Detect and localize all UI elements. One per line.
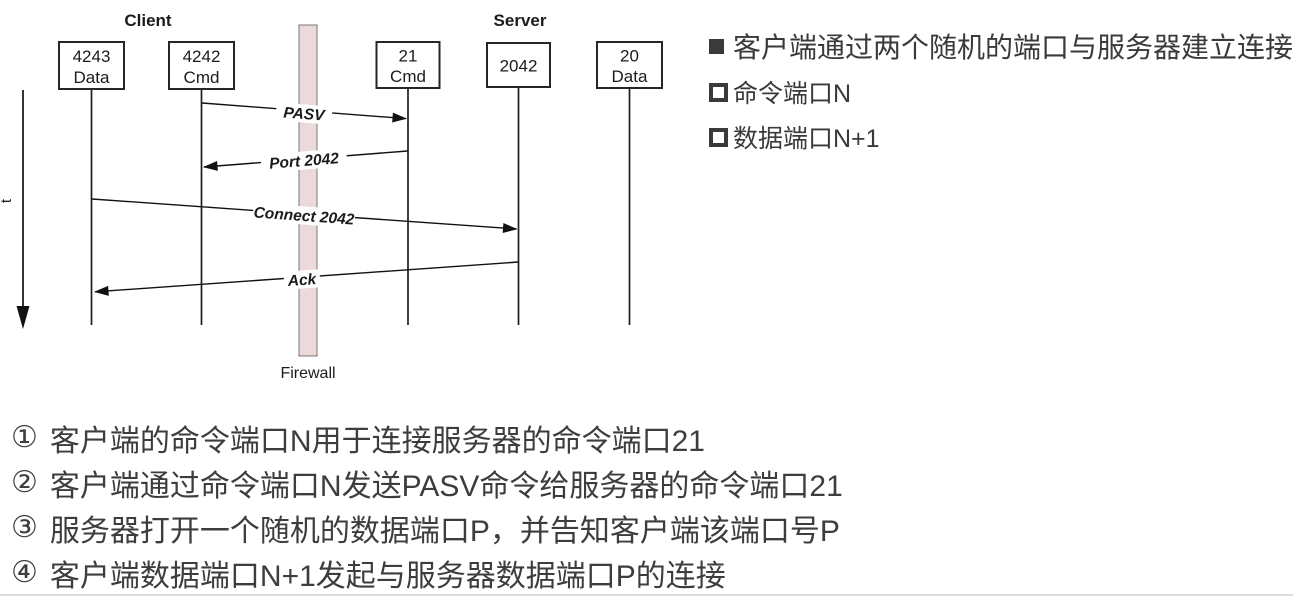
step-text: 客户端通过命令端口N发送PASV命令给服务器的命令端口21	[49, 469, 843, 503]
message-label-connect-2042: Connect 2042	[252, 202, 356, 229]
ftp-passive-mode-diagram: Client Server t 4243 Data 4242 Cmd	[0, 11, 663, 382]
port-number: 20	[620, 47, 639, 66]
port-box-client-data: 4243 Data	[58, 41, 125, 90]
note-text: 命令端口N	[733, 80, 852, 108]
step-text: 服务器打开一个随机的数据端口P，并告知客户端该端口号P	[49, 514, 840, 548]
step-text: 客户端数据端口N+1发起与服务器数据端口P的连接	[49, 559, 726, 593]
note-item: 数据端口N+1	[709, 116, 1293, 158]
note-item: 命令端口N	[709, 71, 1293, 113]
lifelines	[90, 87, 631, 325]
step-item: ④ 客户端数据端口N+1发起与服务器数据端口P的连接	[11, 550, 843, 595]
step-item: ③ 服务器打开一个随机的数据端口P，并告知客户端该端口号P	[11, 505, 843, 550]
step-number: ③	[11, 511, 38, 544]
client-label: Client	[124, 11, 172, 30]
port-number: 21	[399, 47, 418, 66]
port-role: Data	[74, 68, 110, 87]
port-role: Cmd	[390, 67, 426, 86]
note-item: 客户端通过两个随机的端口与服务器建立连接	[709, 24, 1293, 68]
svg-text:Port 2042: Port 2042	[269, 150, 340, 172]
notes-panel: 客户端通过两个随机的端口与服务器建立连接 命令端口N 数据端口N+1	[709, 24, 1293, 158]
message-label-pasv: PASV	[275, 102, 333, 125]
time-axis-arrowhead-icon	[16, 306, 30, 329]
port-number: 2042	[500, 57, 538, 76]
svg-text:PASV: PASV	[283, 104, 327, 124]
message-label-ack: Ack	[283, 269, 321, 290]
note-text: 客户端通过两个随机的端口与服务器建立连接	[733, 32, 1293, 63]
time-axis: t	[0, 90, 30, 329]
hollow-square-bullet-icon	[709, 127, 728, 147]
port-role: Cmd	[184, 68, 220, 87]
step-number: ④	[11, 556, 38, 589]
firewall-bar	[298, 24, 318, 357]
svg-text:Connect 2042: Connect 2042	[253, 204, 355, 228]
port-box-server-data: 20 Data	[596, 41, 663, 89]
step-text: 客户端的命令端口N用于连接服务器的命令端口21	[49, 424, 705, 458]
note-text: 数据端口N+1	[733, 125, 880, 153]
port-box-client-cmd: 4242 Cmd	[168, 41, 235, 90]
server-label: Server	[494, 11, 547, 30]
port-box-server-2042: 2042	[486, 42, 551, 88]
port-role: Data	[612, 67, 648, 86]
step-item: ① 客户端的命令端口N用于连接服务器的命令端口21	[11, 415, 843, 460]
message-label-port-2042: Port 2042	[260, 148, 348, 173]
step-number: ②	[11, 466, 38, 499]
port-box-server-cmd: 21 Cmd	[375, 41, 441, 89]
svg-text:Ack: Ack	[286, 271, 318, 290]
port-number: 4243	[73, 47, 111, 66]
time-axis-label: t	[0, 198, 15, 203]
port-number: 4242	[183, 47, 221, 66]
steps-list: ① 客户端的命令端口N用于连接服务器的命令端口21 ② 客户端通过命令端口N发送…	[11, 415, 843, 595]
step-number: ①	[11, 421, 38, 454]
hollow-square-bullet-icon	[709, 82, 728, 102]
firewall-label: Firewall	[280, 365, 335, 382]
step-item: ② 客户端通过命令端口N发送PASV命令给服务器的命令端口21	[11, 460, 843, 505]
bottom-divider	[0, 594, 1293, 596]
filled-square-bullet-icon	[709, 38, 724, 54]
